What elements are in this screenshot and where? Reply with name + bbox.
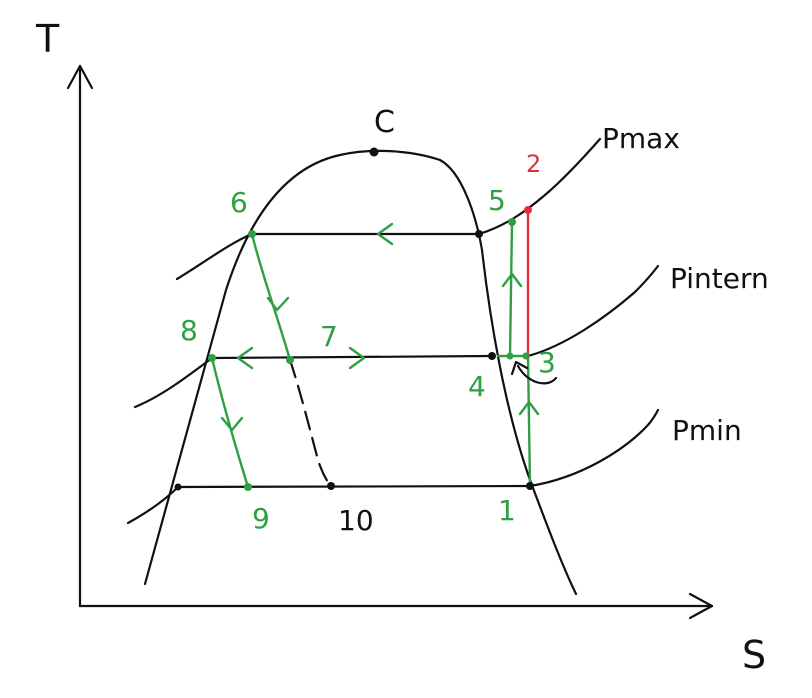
point-4-black bbox=[488, 352, 496, 360]
compression-4-5 bbox=[508, 220, 514, 358]
label-critical-point: C bbox=[374, 105, 395, 140]
point-8-green bbox=[208, 354, 216, 362]
arrow-up-1-3 bbox=[518, 400, 540, 416]
point-1-black bbox=[526, 482, 534, 490]
arrow-right-7-4 bbox=[348, 346, 366, 370]
x-axis-label: S bbox=[742, 633, 766, 677]
label-point-3: 3 bbox=[538, 346, 556, 379]
arrow-down-6-7 bbox=[266, 296, 290, 312]
point-2-red bbox=[524, 206, 532, 214]
isobar-pmin-right bbox=[528, 408, 660, 488]
label-isobar-pmax: Pmax bbox=[602, 122, 680, 155]
expansion-6-7 bbox=[250, 232, 292, 362]
isobar-pmax-left bbox=[175, 232, 254, 281]
y-axis-label: T bbox=[35, 17, 60, 61]
label-point-2: 2 bbox=[526, 150, 541, 178]
arrow-left-top bbox=[376, 222, 394, 246]
isobar-pintern-left bbox=[133, 356, 214, 409]
arrow-up-4-5 bbox=[501, 272, 523, 288]
isobar-pmax-right bbox=[477, 137, 602, 236]
isobar-pintern-right bbox=[526, 264, 660, 358]
point-7-green bbox=[286, 356, 294, 364]
line-pmin-1 bbox=[176, 484, 532, 489]
isobar-pmin-left bbox=[126, 485, 180, 525]
point-10-black bbox=[327, 482, 335, 490]
curved-arrow-mix-head bbox=[510, 360, 529, 376]
label-point-1: 1 bbox=[498, 494, 516, 527]
point-3-green bbox=[522, 352, 530, 360]
arrow-down-8-9 bbox=[220, 416, 244, 432]
arrow-left-7-8 bbox=[236, 346, 254, 370]
line-8-4 bbox=[210, 354, 494, 360]
dashed-line-7-10 bbox=[288, 358, 333, 488]
label-isobar-pmin: Pmin bbox=[672, 414, 742, 447]
saturation-dome bbox=[143, 149, 578, 596]
point-pmin-left-black bbox=[174, 483, 182, 491]
label-point-8: 8 bbox=[180, 314, 198, 347]
point-9-green bbox=[244, 483, 252, 491]
point-critical bbox=[369, 147, 379, 157]
label-point-6: 6 bbox=[230, 186, 248, 219]
point-5-black bbox=[475, 230, 483, 238]
label-point-9: 9 bbox=[252, 502, 270, 535]
compression-1-3 bbox=[526, 354, 532, 488]
label-isobar-pintern: Pintern bbox=[670, 262, 769, 295]
point-5-green bbox=[508, 218, 516, 226]
axes: T S bbox=[35, 17, 766, 677]
label-point-7: 7 bbox=[320, 320, 338, 353]
point-4-green bbox=[506, 352, 514, 360]
expansion-8-9 bbox=[210, 356, 250, 489]
point-6-green bbox=[248, 230, 256, 238]
x-axis-arrowhead bbox=[688, 592, 714, 620]
label-point-10: 10 bbox=[338, 504, 374, 537]
label-point-5: 5 bbox=[488, 184, 506, 217]
curved-arrow-mix bbox=[516, 364, 558, 385]
label-point-4: 4 bbox=[468, 370, 486, 403]
y-axis-arrowhead bbox=[66, 64, 94, 90]
